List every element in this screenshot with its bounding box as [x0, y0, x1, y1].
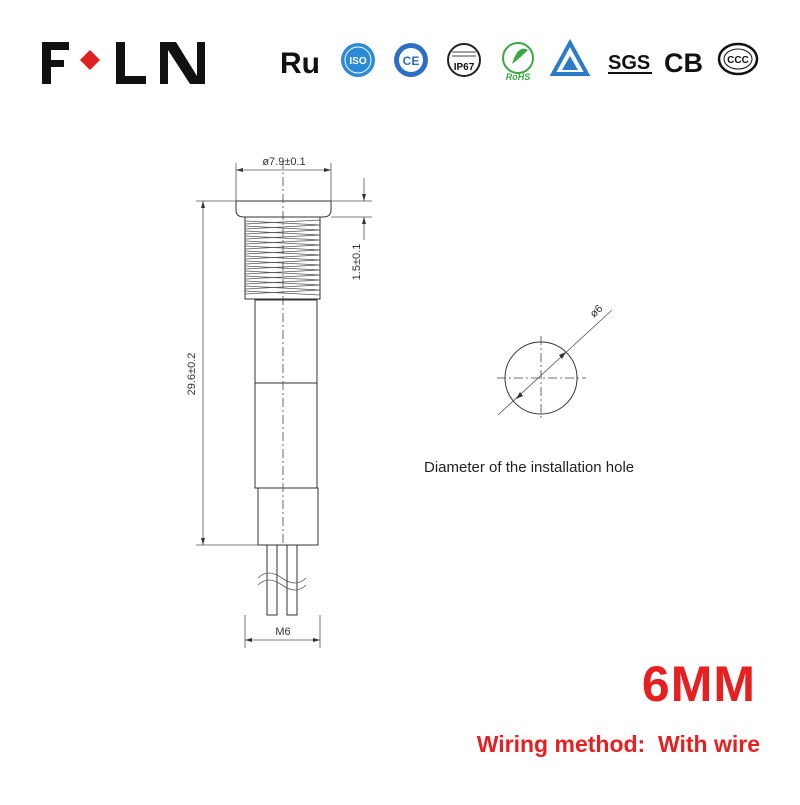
cb-icon: CB: [664, 48, 703, 78]
svg-text:CB: CB: [664, 48, 703, 78]
ip67-icon: IP67: [447, 43, 481, 77]
ce-badge-icon: CE: [394, 43, 428, 77]
sgs-icon: SGS: [608, 52, 652, 74]
indicator-side-view: [196, 160, 372, 648]
svg-text:IP67: IP67: [454, 62, 475, 73]
svg-text:CCC: CCC: [727, 55, 749, 66]
rohs-icon: RoHS: [502, 42, 534, 82]
size-label: 6MM: [641, 656, 756, 712]
triangle-mark-icon: [549, 38, 591, 76]
filn-logo: [42, 42, 205, 84]
certifications-row: Ru ISO CE IP67: [280, 38, 759, 82]
hole-diameter-label: ø6: [588, 303, 606, 321]
head-diameter-label: ø7.9±0.1: [262, 156, 305, 168]
iso-badge-icon: ISO: [341, 43, 375, 77]
ul-icon: Ru: [280, 47, 320, 80]
svg-text:CE: CE: [403, 54, 420, 68]
svg-text:Ru: Ru: [280, 47, 320, 80]
head-height-label: 1.5±0.1: [351, 244, 363, 281]
svg-text:ISO: ISO: [349, 56, 366, 67]
installation-hole-caption: Diameter of the installation hole: [424, 459, 635, 476]
wiring-method-label: Wiring method: With wire: [476, 731, 760, 757]
svg-text:RoHS: RoHS: [506, 72, 531, 82]
thread-label: M6: [275, 626, 290, 638]
svg-text:SGS: SGS: [608, 52, 650, 74]
installation-hole-view: [497, 309, 613, 420]
total-length-label: 29.6±0.2: [186, 353, 198, 396]
logo-diamond-icon: [80, 50, 100, 70]
thread-lines: [244, 219, 321, 296]
ccc-icon: CCC: [717, 42, 759, 76]
